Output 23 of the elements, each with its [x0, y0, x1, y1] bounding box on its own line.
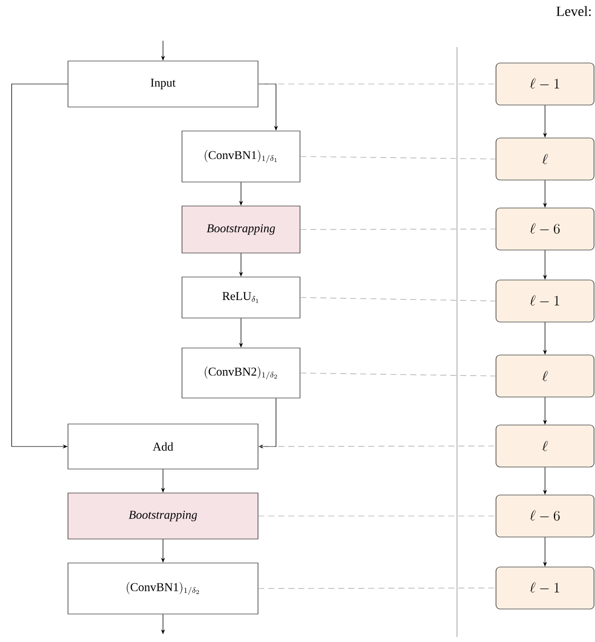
level-box: $\ell$ — [496, 354, 594, 398]
process-box: $(\mathrm{ConvBN2})_{1/\delta_2}$ — [182, 348, 300, 398]
level-box: $\ell-1$ — [496, 280, 594, 322]
level-box: $\ell-6$ — [496, 208, 594, 250]
bootstrapping-box: Bootstrapping — [68, 492, 258, 540]
connector-line — [258, 588, 496, 589]
process-box: Add — [68, 424, 258, 470]
level-box: $\ell$ — [496, 424, 594, 468]
level-box: $\ell-6$ — [496, 494, 594, 538]
process-box: $(\mathrm{ConvBN1})_{1/\delta_1}$ — [182, 130, 300, 182]
connector-line — [300, 156, 496, 160]
connector-line — [258, 446, 496, 447]
connector-line — [300, 297, 496, 302]
connector-line — [300, 228, 496, 230]
level-box: $\ell$ — [496, 138, 594, 180]
process-box: Input — [68, 60, 258, 108]
connector-line — [300, 372, 496, 376]
process-box: $\mathrm{ReLU}_{\delta_1}$ — [182, 276, 300, 318]
level-box: $\ell-1$ — [496, 62, 594, 106]
level-heading: Level: — [556, 6, 591, 16]
level-box: $\ell-1$ — [496, 566, 594, 610]
bootstrapping-box: Bootstrapping — [182, 206, 300, 254]
process-box: $(\mathrm{ConvBN1})_{1/\delta_2}$ — [68, 562, 258, 614]
